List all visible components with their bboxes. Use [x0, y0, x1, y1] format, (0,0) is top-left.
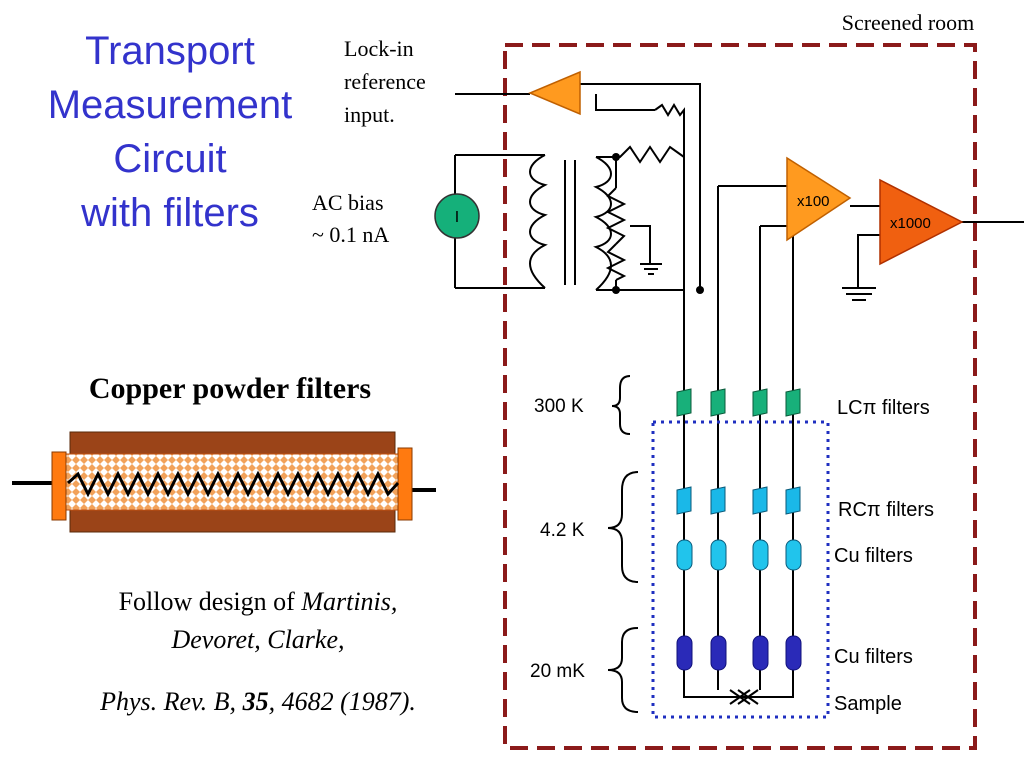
ac-bias-line-1: AC bias — [312, 190, 384, 215]
copper-powder-filter-illustration — [12, 431, 436, 533]
reference-line-1: Follow design of Martinis, — [119, 587, 398, 616]
temp-20mk-label: 20 mK — [530, 661, 585, 682]
title-line-4: with filters — [80, 191, 259, 235]
junction-dot — [696, 286, 704, 294]
title-line-3: Circuit — [113, 137, 226, 181]
circuit-wires — [454, 83, 1024, 698]
screened-room-box — [503, 43, 977, 750]
reference-citation: Follow design of Martinis, Devoret, Clar… — [99, 587, 416, 716]
source-glyph: I — [455, 209, 459, 226]
sample-junction-icon — [729, 689, 759, 705]
cu-filters-4k-label: Cu filters — [834, 545, 913, 567]
cryostat-box — [651, 420, 830, 719]
lockin-line-2: reference — [344, 69, 426, 94]
cu-filter-row-4k — [676, 539, 802, 571]
junction-dot — [612, 153, 620, 161]
lc-filter-row — [676, 388, 801, 417]
screened-room-label: Screened room — [842, 10, 975, 35]
reference-line-3: Phys. Rev. B, 35, 4682 (1987). — [99, 687, 416, 716]
lockin-reference-amplifier-icon — [528, 70, 581, 116]
lockin-label: Lock-in reference input. — [344, 36, 426, 127]
cu-filters-20mk-label: Cu filters — [834, 646, 913, 668]
sample-label: Sample — [834, 693, 902, 715]
rc-filter-row — [676, 486, 801, 515]
temp-4k-label: 4.2 K — [540, 520, 585, 541]
title-line-1: Transport — [85, 29, 255, 73]
slide-title: Transport Measurement Circuit with filte… — [48, 29, 293, 235]
temp-300k-label: 300 K — [534, 396, 584, 417]
ac-bias-line-2: ~ 0.1 nA — [312, 222, 389, 247]
x1000-label: x1000 — [890, 215, 931, 232]
x100-label: x100 — [797, 193, 830, 210]
temperature-braces — [607, 375, 639, 713]
cu-filter-row-20mk — [676, 635, 802, 671]
junction-dot — [612, 286, 620, 294]
x100-amplifier — [786, 156, 852, 242]
ac-current-source-icon — [434, 193, 480, 239]
lockin-line-3: input. — [344, 102, 395, 127]
title-line-2: Measurement — [48, 83, 293, 127]
rc-filters-label: RCπ filters — [838, 499, 934, 521]
transformer — [529, 154, 612, 291]
lc-filters-label: LCπ filters — [837, 397, 930, 419]
copper-powder-filters-heading: Copper powder filters — [89, 372, 371, 405]
reference-line-2: Devoret, Clarke, — [170, 625, 344, 654]
lockin-line-1: Lock-in — [344, 36, 414, 61]
x1000-amplifier — [879, 178, 964, 266]
